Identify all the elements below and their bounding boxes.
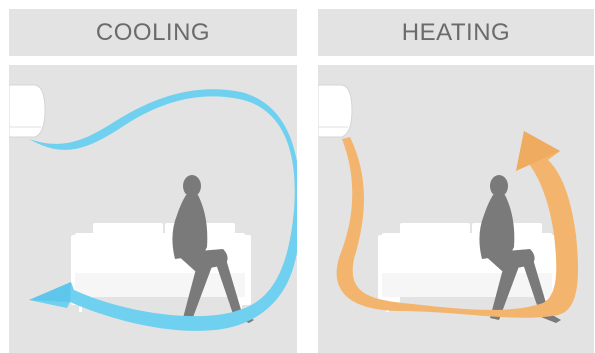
cooling-panel bbox=[9, 65, 297, 353]
cooling-illustration bbox=[9, 65, 297, 353]
heating-illustration bbox=[318, 65, 594, 353]
ac-unit-icon bbox=[9, 85, 45, 137]
ac-unit-icon bbox=[318, 85, 352, 137]
heating-panel bbox=[318, 65, 594, 353]
heating-title: HEATING bbox=[318, 9, 594, 56]
cooling-title: COOLING bbox=[9, 9, 297, 56]
